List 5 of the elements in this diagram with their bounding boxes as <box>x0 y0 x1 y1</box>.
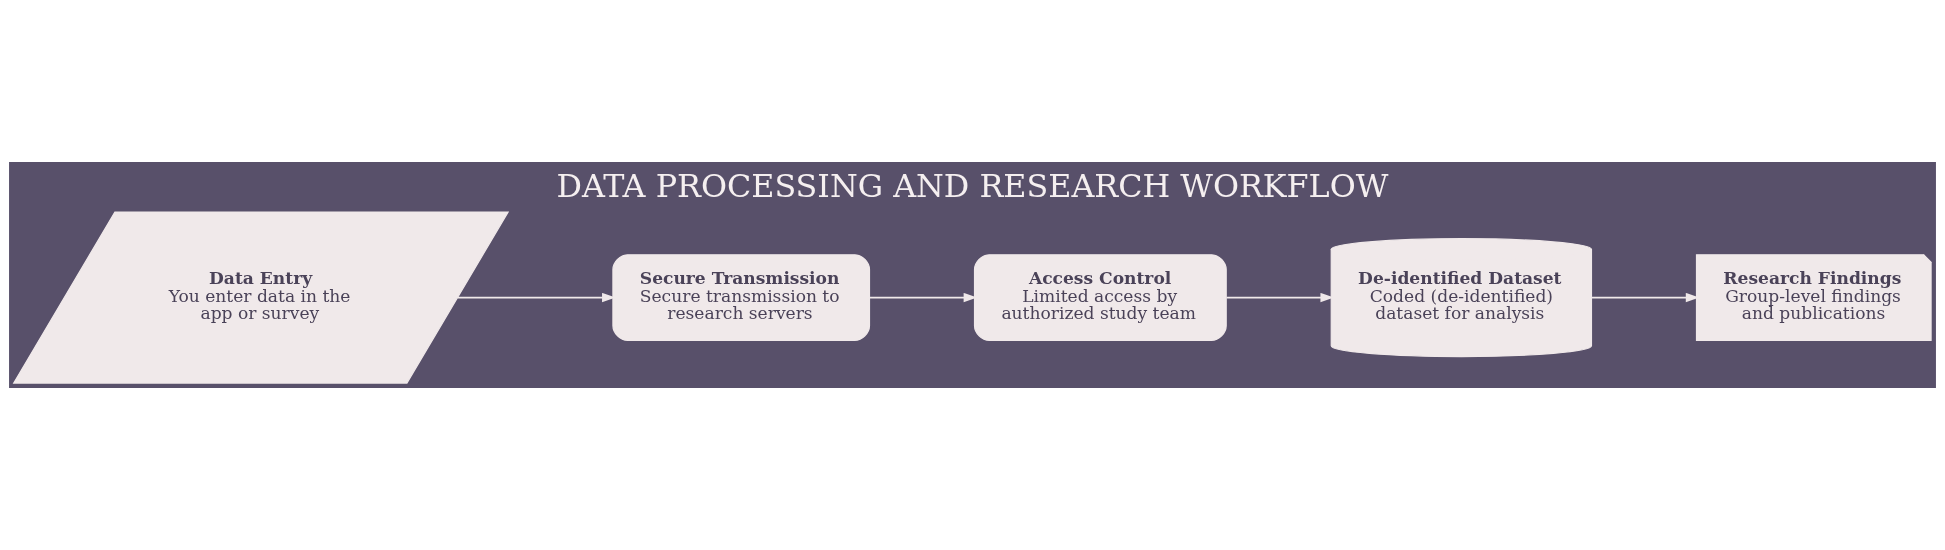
diagram-title: DATA PROCESSING AND RESEARCH WORKFLOW <box>556 168 1389 205</box>
node-box: Secure Transmission Secure transmission to research servers <box>612 254 871 341</box>
node-box: Access Control Limited access by authorized study team <box>973 254 1227 341</box>
arrow <box>456 292 616 303</box>
arrow <box>1225 292 1334 303</box>
